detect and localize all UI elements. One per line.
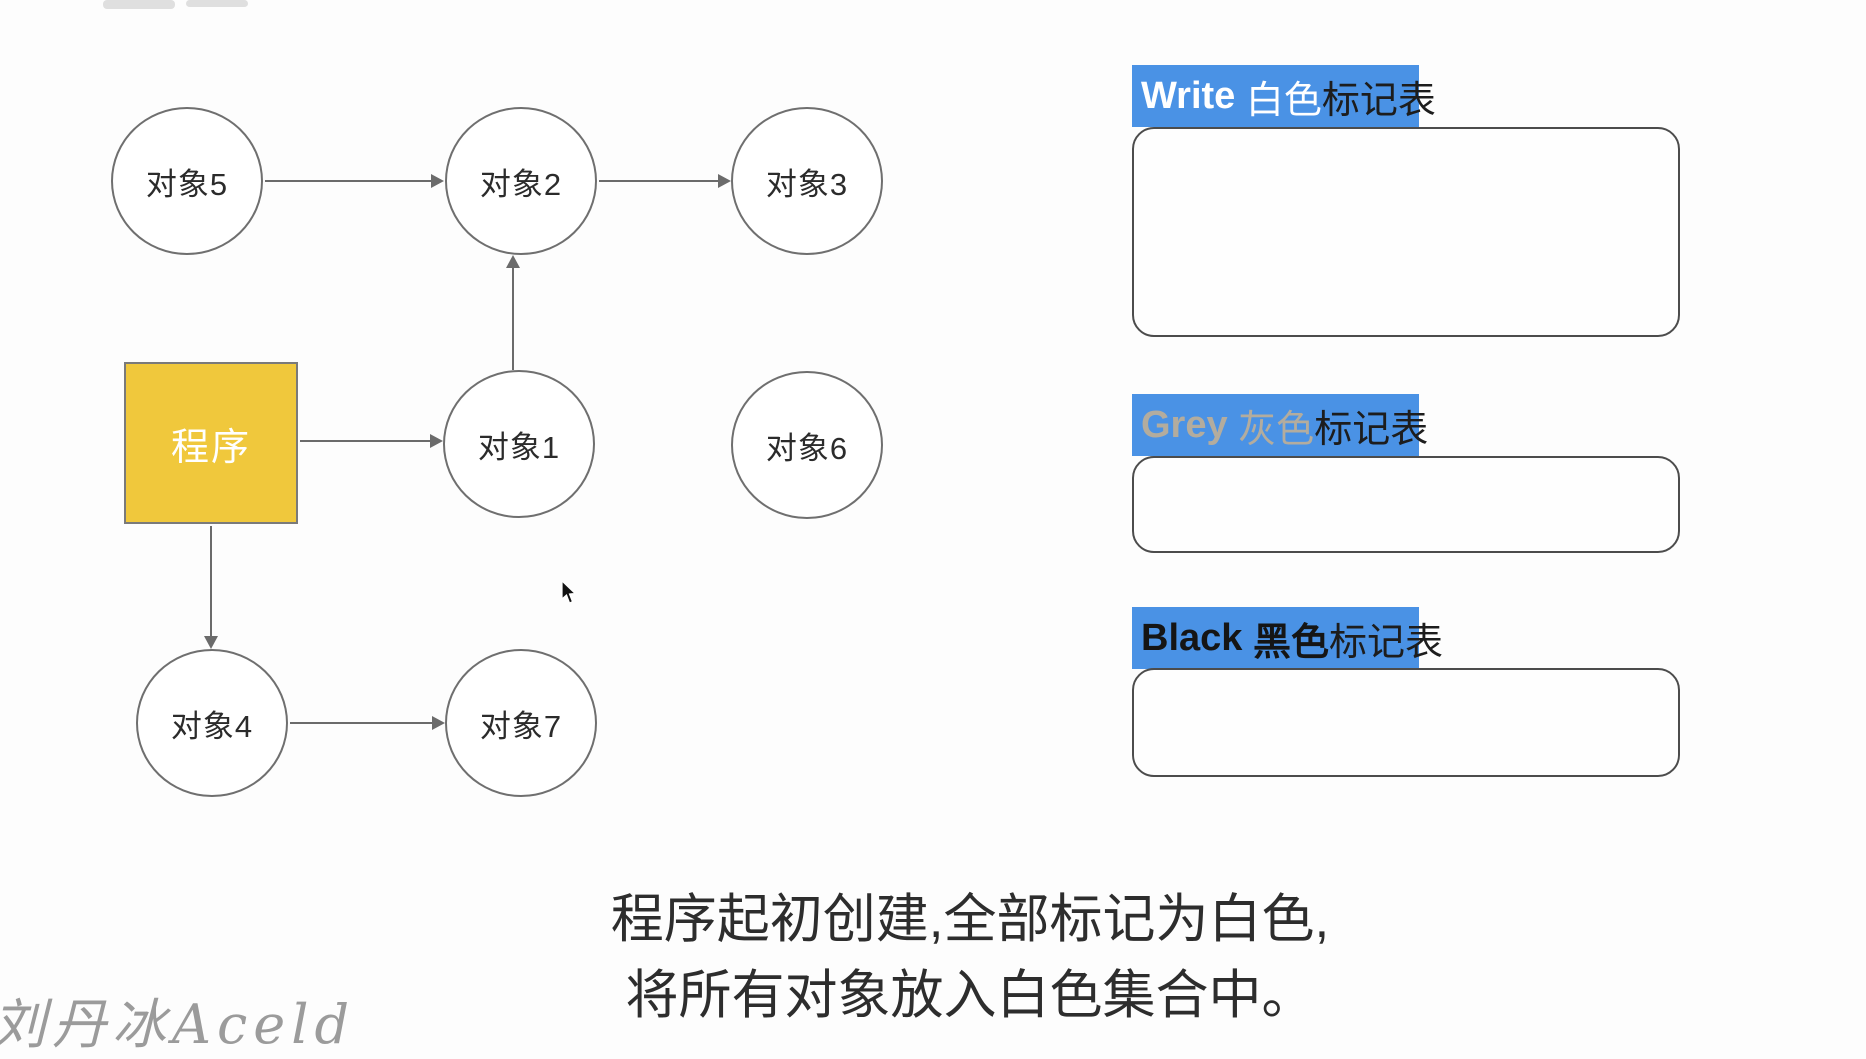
object-node-label: 对象1 — [477, 429, 561, 465]
object-node-6: 对象6 — [731, 371, 883, 519]
arrowhead-icon — [430, 434, 443, 448]
grey-table-label-suffix: 标记表 — [1314, 408, 1429, 451]
object-node-4: 对象4 — [136, 649, 288, 797]
object-node-5: 对象5 — [111, 107, 263, 255]
object-node-label: 对象4 — [170, 708, 254, 744]
arrowhead-icon — [431, 174, 444, 188]
program-box: 程序 — [124, 362, 298, 524]
object-node-label: 对象7 — [479, 708, 563, 744]
edge-obj4-obj7 — [290, 722, 432, 724]
black-table-label-cn: 黑色 — [1252, 621, 1329, 664]
arrowhead-icon — [718, 174, 731, 188]
object-node-3: 对象3 — [731, 107, 883, 255]
author-watermark: 刘丹冰Aceld — [0, 993, 356, 1056]
object-node-label: 对象3 — [765, 166, 849, 202]
white-table-box — [1132, 127, 1680, 337]
slide-canvas: 对象5 对象2 对象3 对象1 对象6 对象4 对象7 程序 Write 白色标… — [0, 0, 1680, 1056]
mouse-cursor-icon — [561, 580, 577, 604]
white-table-label: Write 白色标记表 — [1132, 65, 1436, 127]
black-table-label-suffix: 标记表 — [1328, 621, 1443, 664]
edge-obj5-obj2 — [265, 180, 431, 182]
edge-program-obj1 — [300, 440, 430, 442]
black-table-label: Black 黑色标记表 — [1132, 607, 1443, 669]
arrowhead-icon — [204, 636, 218, 649]
caption-line-2: 将所有对象放入白色集合中。 — [625, 966, 1315, 1025]
object-node-label: 对象6 — [765, 430, 849, 466]
top-watermark-remnant — [186, 0, 248, 7]
black-table-box — [1132, 668, 1680, 777]
top-watermark-remnant — [103, 0, 175, 9]
caption-line-1: 程序起初创建,全部标记为白色, — [610, 890, 1330, 949]
object-node-label: 对象5 — [145, 166, 229, 202]
object-node-label: 对象2 — [479, 166, 563, 202]
object-node-2: 对象2 — [445, 107, 597, 255]
grey-table-label-cn: 灰色 — [1238, 408, 1315, 451]
white-table-label-cn: 白色 — [1245, 79, 1322, 122]
object-node-7: 对象7 — [445, 649, 597, 797]
object-node-1: 对象1 — [443, 370, 595, 518]
grey-table-label: Grey 灰色标记表 — [1132, 394, 1428, 456]
caption-text: 程序起初创建,全部标记为白色, 将所有对象放入白色集合中。 — [520, 882, 1420, 1034]
edge-program-obj4 — [210, 526, 212, 636]
white-table-label-suffix: 标记表 — [1321, 79, 1436, 122]
grey-table-label-en: Grey — [1141, 403, 1239, 446]
arrowhead-icon — [506, 255, 520, 268]
edge-obj2-obj3 — [599, 180, 718, 182]
white-table-label-en: Write — [1141, 74, 1246, 117]
grey-table-box — [1132, 456, 1680, 553]
arrowhead-icon — [432, 716, 445, 730]
black-table-label-en: Black — [1141, 616, 1253, 659]
program-label: 程序 — [170, 426, 251, 469]
edge-obj1-obj2 — [512, 267, 514, 370]
